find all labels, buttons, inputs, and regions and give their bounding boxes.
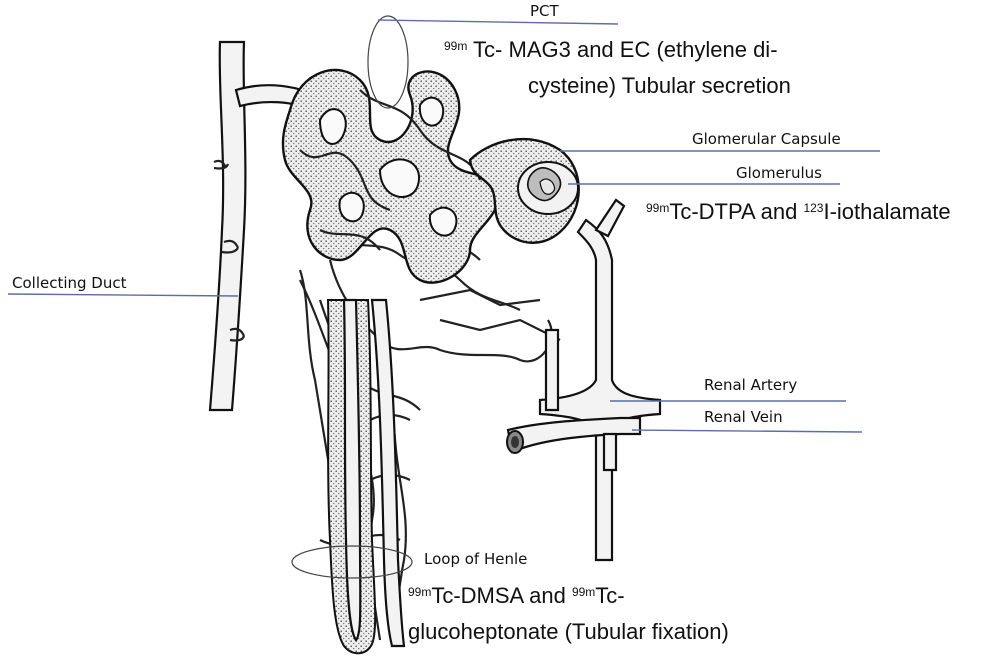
loop-of-henle-label: Loop of Henle (424, 550, 527, 568)
glomerular-capsule-label: Glomerular Capsule (692, 130, 841, 148)
pct-agents-text: Tc- MAG3 and EC (ethylene di- (467, 37, 777, 62)
dmsa-isotope-sup: 99m (408, 585, 431, 599)
glucoheptonate-isotope-sup: 99m (572, 585, 595, 599)
loop-of-henle-tubule (328, 300, 404, 653)
collecting-duct-pointer (8, 294, 238, 296)
pct-agents-line1: 99m Tc- MAG3 and EC (ethylene di- (444, 36, 778, 63)
renal-vein-label: Renal Vein (704, 408, 783, 426)
renal-artery-label: Renal Artery (704, 376, 797, 394)
iothalamate-isotope-sup: 123 (803, 201, 823, 215)
dtpa-agent-text: Tc-DTPA and (669, 199, 803, 224)
pct-pointer (378, 20, 618, 24)
loop-agents-line1: 99mTc-DMSA and 99mTc- (408, 582, 625, 609)
glucoheptonate-agent-text: Tc- (595, 583, 624, 608)
loop-agents-line2: glucoheptonate (Tubular fixation) (408, 618, 729, 645)
dtpa-isotope-sup: 99m (646, 201, 669, 215)
glomerulus-label: Glomerulus (736, 164, 822, 182)
collecting-duct-label: Collecting Duct (12, 274, 127, 292)
dmsa-agent-text: Tc-DMSA and (431, 583, 572, 608)
pct-label: PCT (530, 2, 559, 20)
glomerulus-agents: 99mTc-DTPA and 123I-iothalamate (646, 198, 951, 225)
pct-isotope-sup: 99m (444, 39, 467, 53)
iothalamate-agent-text: I-iothalamate (823, 199, 950, 224)
renal-vein-pointer (632, 430, 862, 432)
pct-agents-line2: cysteine) Tubular secretion (528, 72, 791, 99)
pct-highlight-oval (368, 16, 408, 108)
renal-vessels (507, 200, 660, 560)
